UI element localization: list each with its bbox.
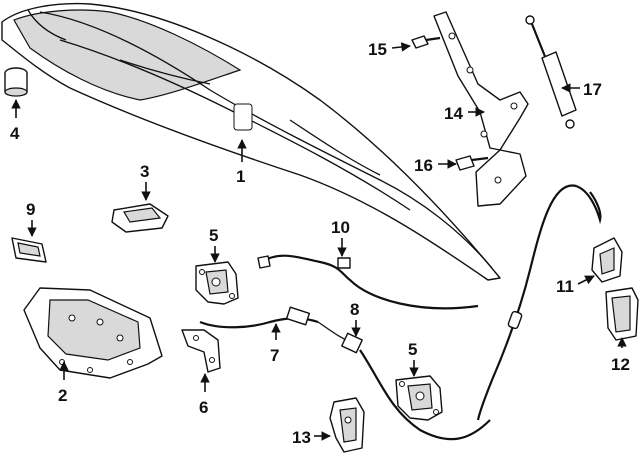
callout-7: 7 bbox=[270, 323, 281, 365]
callout-15: 15 bbox=[368, 40, 411, 59]
svg-text:5: 5 bbox=[408, 340, 417, 359]
grommet bbox=[11, 237, 47, 263]
callout-9: 9 bbox=[26, 200, 37, 237]
svg-text:6: 6 bbox=[199, 398, 208, 417]
svg-text:15: 15 bbox=[368, 40, 387, 59]
svg-text:17: 17 bbox=[583, 80, 602, 99]
hood-bumper-stop bbox=[4, 67, 28, 97]
svg-text:1: 1 bbox=[236, 167, 245, 186]
svg-text:13: 13 bbox=[292, 428, 311, 447]
latch-cable bbox=[199, 306, 355, 345]
svg-text:8: 8 bbox=[350, 300, 359, 319]
safety-catch bbox=[329, 397, 365, 453]
callout-8: 8 bbox=[350, 300, 361, 337]
shield-plate bbox=[23, 287, 163, 379]
main-release-cable bbox=[476, 184, 602, 421]
svg-text:2: 2 bbox=[58, 386, 67, 405]
hood-panel bbox=[1, 2, 501, 281]
svg-text:7: 7 bbox=[270, 346, 279, 365]
callout-13: 13 bbox=[292, 428, 331, 447]
svg-text:5: 5 bbox=[209, 226, 218, 245]
insulator-clip bbox=[111, 203, 169, 233]
release-handle bbox=[591, 237, 623, 283]
callout-14: 14 bbox=[444, 104, 485, 123]
callout-17: 17 bbox=[561, 80, 602, 99]
svg-text:11: 11 bbox=[556, 277, 574, 296]
svg-text:12: 12 bbox=[611, 355, 630, 374]
svg-text:10: 10 bbox=[331, 218, 350, 237]
hinge-bolt bbox=[411, 35, 441, 49]
callout-11: 11 bbox=[556, 275, 595, 296]
release-cable bbox=[257, 254, 479, 310]
callout-4: 4 bbox=[10, 99, 21, 143]
cable-bracket bbox=[181, 329, 221, 373]
callout-3: 3 bbox=[140, 162, 151, 201]
handle-bezel bbox=[605, 287, 639, 341]
callout-10: 10 bbox=[331, 218, 350, 257]
svg-text:9: 9 bbox=[26, 200, 35, 219]
svg-text:3: 3 bbox=[140, 162, 149, 181]
hood-lift-support bbox=[525, 15, 577, 129]
hinge-mount-bolt bbox=[455, 155, 489, 171]
hood-latch-upper bbox=[195, 261, 239, 305]
callout-16: 16 bbox=[414, 156, 457, 175]
callout-1: 1 bbox=[236, 139, 247, 186]
svg-text:16: 16 bbox=[414, 156, 433, 175]
callout-5-lower: 5 bbox=[408, 340, 419, 377]
hinge-mount-plate bbox=[475, 149, 527, 207]
callout-5-upper: 5 bbox=[209, 226, 220, 263]
hood-latch-lower bbox=[395, 375, 443, 421]
callout-12: 12 bbox=[611, 337, 630, 374]
svg-text:14: 14 bbox=[444, 104, 463, 123]
callout-2: 2 bbox=[58, 361, 69, 405]
hood-hinge bbox=[433, 11, 529, 151]
svg-text:4: 4 bbox=[10, 124, 20, 143]
callout-6: 6 bbox=[199, 373, 210, 417]
